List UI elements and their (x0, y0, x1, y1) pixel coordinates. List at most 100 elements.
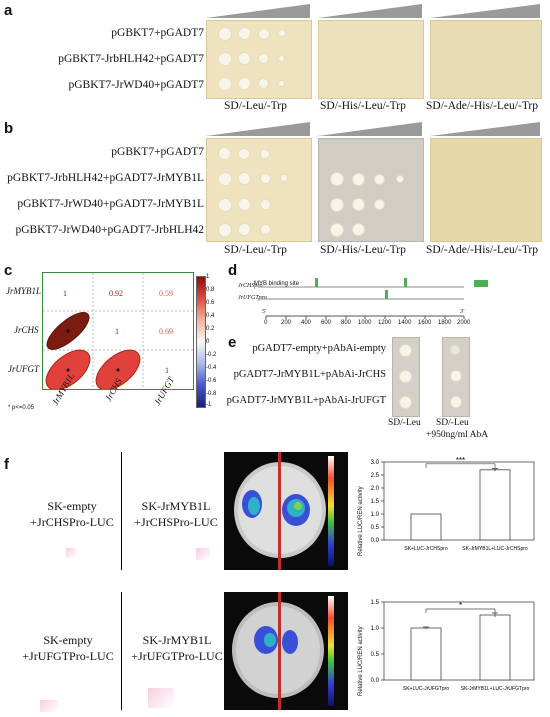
yeast-colony (239, 199, 250, 210)
construct-label: +JrCHSPro-LUC (30, 515, 114, 529)
bar (410, 627, 442, 681)
yeast-colony (259, 29, 269, 39)
y-tick-label: 1.5 (371, 499, 380, 505)
axis-tick: 1200 (378, 320, 392, 326)
construct-label: SK-empty (47, 499, 97, 513)
scale-tick: 0.8 (206, 287, 215, 293)
axis-tick: 1600 (418, 320, 432, 326)
scale-tick: -0.4 (206, 365, 217, 371)
construct-label-block: SK-empty +JrCHSPro-LUC (24, 498, 120, 530)
bar (479, 614, 511, 681)
axis-tick: 1800 (438, 320, 452, 326)
correlation-value: 1 (115, 327, 119, 336)
scale-tick: 0.2 (206, 326, 215, 332)
yeast-colony (331, 224, 343, 236)
panel-b-row-label: pGBKT7+pGADT7 (111, 146, 204, 158)
panel-a-label: a (4, 2, 13, 19)
yeast-colony (261, 150, 269, 158)
plot-frame (383, 601, 535, 681)
bar (410, 513, 442, 541)
luminescence-artifact (196, 548, 210, 560)
panel-a-row-label: pGBKT7+pGADT7 (111, 27, 204, 39)
condition-label: SD/-His/-Leu/-Trp (320, 244, 406, 256)
yeast-colony (400, 371, 411, 382)
condition-label: SD/-Leu/-Trp (224, 244, 287, 256)
dilution-wedge (318, 4, 422, 18)
y-tick-label: 0.5 (371, 652, 380, 658)
construct-label-block: SK-JrMYB1L +JrCHSPro-LUC (124, 498, 228, 530)
track-label: JrUFGTpro (238, 295, 267, 301)
panel-e-row-label: pGADT7-JrMYB1L+pAbAi-JrUFGT (226, 395, 386, 406)
dilution-wedge (206, 122, 310, 136)
correlation-value: 0.59 (159, 289, 173, 298)
yeast-plate (430, 138, 542, 242)
condition-label: SD/-Leu (388, 418, 421, 428)
yeast-colony (239, 53, 250, 64)
scale-tick: -0.8 (206, 391, 217, 397)
yeast-colony (400, 397, 411, 408)
luminescence-artifact (40, 700, 58, 712)
panel-b-row-label: pGBKT7-JrbHLH42+pGADT7-JrMYB1L (7, 172, 204, 184)
yeast-colony (219, 199, 231, 211)
bar (479, 469, 511, 541)
yeast-plate (442, 337, 470, 417)
y-tick-label: 1.0 (371, 512, 380, 518)
scale-tick: 0.6 (206, 300, 215, 306)
divider (121, 452, 122, 570)
luminescence-artifact (66, 548, 76, 558)
yeast-colony (239, 224, 250, 235)
yeast-colony (239, 173, 250, 184)
axis-end: 3' (460, 309, 465, 315)
x-category-label: SK-JrMYB1L+LUC-JrUFGTpro (461, 686, 530, 692)
scale-tick: -1 (206, 402, 212, 408)
yeast-colony (375, 200, 384, 209)
yeast-colony (239, 149, 249, 159)
dilution-wedge (318, 122, 422, 136)
panel-f-label: f (4, 456, 9, 473)
color-scale-bar (196, 276, 206, 408)
construct-label-block: SK-empty +JrUFGTPro-LUC (16, 632, 120, 664)
leaf-luciferase-image (224, 452, 348, 570)
panel-c-label: c (4, 262, 13, 279)
yeast-colony (261, 174, 270, 183)
yeast-colony (259, 54, 268, 63)
axis-start: 5' (262, 309, 267, 315)
panel-a-row-label: pGBKT7-JrWD40+pGADT7 (68, 79, 204, 91)
yeast-plate (318, 20, 424, 99)
yeast-colony (219, 53, 231, 65)
scale-tick: -0.6 (206, 378, 217, 384)
yeast-colony (239, 78, 250, 89)
axis-tick: 1000 (358, 320, 372, 326)
binding-site-legend: MYB binding site (254, 281, 300, 287)
yeast-colony (279, 81, 284, 86)
divider (121, 592, 122, 710)
yeast-colony (219, 148, 230, 159)
panel-b-label: b (4, 120, 14, 137)
condition-label: SD/-His/-Leu/-Trp (320, 100, 406, 112)
dilution-wedge (430, 4, 540, 18)
axis-tick: 2000 (457, 320, 471, 326)
yeast-colony (239, 28, 250, 39)
promoter-diagram (258, 278, 488, 319)
yeast-colony (375, 175, 384, 184)
y-tick-label: 0.0 (371, 678, 380, 684)
matrix-grid (43, 273, 193, 389)
y-tick-label: 3.0 (371, 460, 380, 466)
yeast-colony (261, 200, 270, 209)
yeast-plate (206, 138, 312, 242)
yeast-colony (397, 176, 403, 182)
condition-label: SD/-Ade/-His/-Leu/-Trp (426, 100, 539, 112)
yeast-colony (219, 78, 231, 90)
condition-label: SD/-Leu (436, 418, 469, 428)
construct-label: SK-JrMYB1L (141, 499, 211, 513)
correlation-value: 1 (165, 366, 169, 375)
yeast-colony (219, 224, 231, 236)
yeast-colony (261, 225, 270, 234)
correlation-matrix: 1 0.92 0.59 1 0.69 1 (42, 272, 194, 390)
luminescence-artifact (148, 688, 174, 708)
yeast-colony (279, 56, 284, 61)
yeast-colony (353, 174, 364, 185)
